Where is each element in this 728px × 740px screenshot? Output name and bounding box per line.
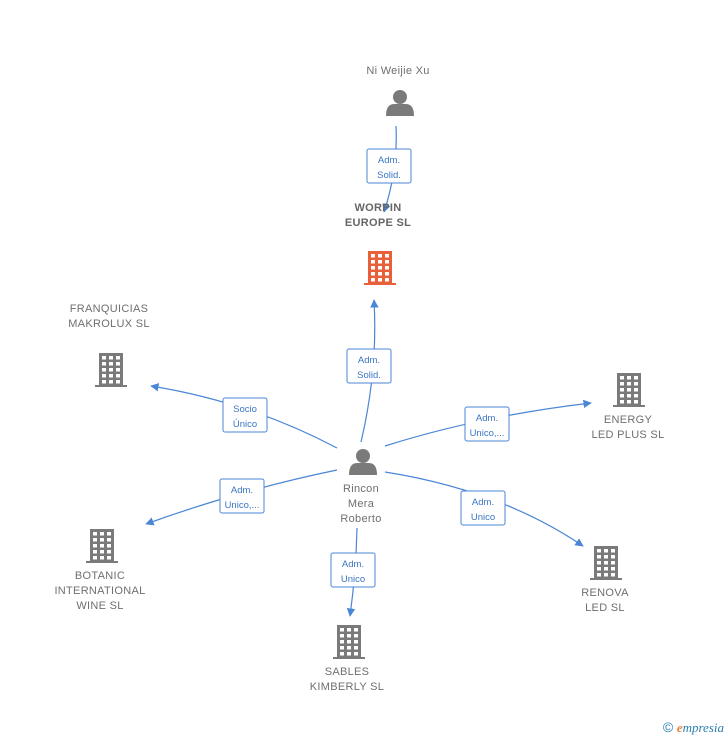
- node-label-line: LED PLUS SL: [591, 429, 664, 441]
- edge-label-text: Unico,...: [470, 428, 505, 439]
- edge-label-text: Único: [233, 419, 257, 430]
- node-botanic-international-wine-sl[interactable]: BOTANIC INTERNATIONAL WINE SL: [54, 529, 145, 612]
- node-label-line: INTERNATIONAL: [54, 585, 145, 597]
- person-icon: [349, 449, 377, 475]
- edge-label-text: Unico,...: [225, 500, 260, 511]
- edge-label-text: Adm.: [342, 559, 364, 570]
- node-label-line: ENERGY: [604, 414, 653, 426]
- node-label-line: LED SL: [585, 602, 625, 614]
- node-label-line: KIMBERLY SL: [310, 681, 384, 693]
- edge-label-text: Solid.: [377, 170, 401, 181]
- node-renova-led-sl[interactable]: RENOVA LED SL: [581, 546, 629, 614]
- node-sables-kimberly-sl[interactable]: SABLES KIMBERLY SL: [310, 625, 384, 693]
- edge-label-text: Unico: [341, 574, 365, 585]
- brand-logo: empresia: [676, 720, 724, 735]
- edge-label-text: Unico: [471, 512, 495, 523]
- node-label-line: WINE SL: [76, 600, 123, 612]
- copyright-symbol: ©: [662, 719, 674, 735]
- building-icon: [333, 625, 365, 659]
- edge-label-text: Socio: [233, 404, 257, 415]
- edge-label[interactable]: Adm. Unico: [460, 490, 506, 526]
- node-label-line: SABLES: [325, 666, 370, 678]
- node-label-line: WORPIN: [354, 202, 401, 214]
- node-label-line: RENOVA: [581, 587, 629, 599]
- node-label-line: Ni Weijie Xu: [366, 65, 429, 77]
- node-worpin-europe-sl[interactable]: WORPIN EUROPE SL: [345, 202, 411, 285]
- edge-label[interactable]: Adm. Unico,...: [219, 478, 265, 514]
- node-label-line: FRANQUICIAS: [70, 303, 148, 315]
- edge-label-text: Solid.: [357, 370, 381, 381]
- building-icon: [86, 529, 118, 563]
- edge-label-text: Adm.: [476, 413, 498, 424]
- edge-label-text: Adm.: [378, 155, 400, 166]
- edge-label-text: Adm.: [358, 355, 380, 366]
- person-icon: [386, 90, 414, 116]
- node-label-line: MAKROLUX SL: [68, 318, 150, 330]
- building-icon: [95, 353, 127, 387]
- node-ni-weijie-xu[interactable]: Ni Weijie Xu: [366, 65, 429, 116]
- building-icon: [590, 546, 622, 580]
- edge-label-text: Adm.: [231, 485, 253, 496]
- node-label-line: EUROPE SL: [345, 217, 411, 229]
- building-icon: [364, 251, 396, 285]
- node-franquicias-makrolux-sl[interactable]: FRANQUICIAS MAKROLUX SL: [68, 303, 150, 387]
- node-label-line: Roberto: [340, 513, 381, 525]
- edge-label[interactable]: Adm. Solid.: [346, 348, 392, 384]
- copyright-footer: © empresia: [663, 719, 724, 736]
- node-energy-led-plus-sl[interactable]: ENERGY LED PLUS SL: [591, 373, 664, 441]
- node-label-line: Rincon: [343, 483, 379, 495]
- edge-label[interactable]: Adm. Unico: [330, 552, 376, 588]
- building-icon: [613, 373, 645, 407]
- edge-label[interactable]: Adm. Solid.: [366, 148, 412, 184]
- node-label-line: Mera: [348, 498, 375, 510]
- edge-label-text: Adm.: [472, 497, 494, 508]
- node-label-line: BOTANIC: [75, 570, 125, 582]
- edge-label[interactable]: Adm. Unico,...: [464, 406, 510, 442]
